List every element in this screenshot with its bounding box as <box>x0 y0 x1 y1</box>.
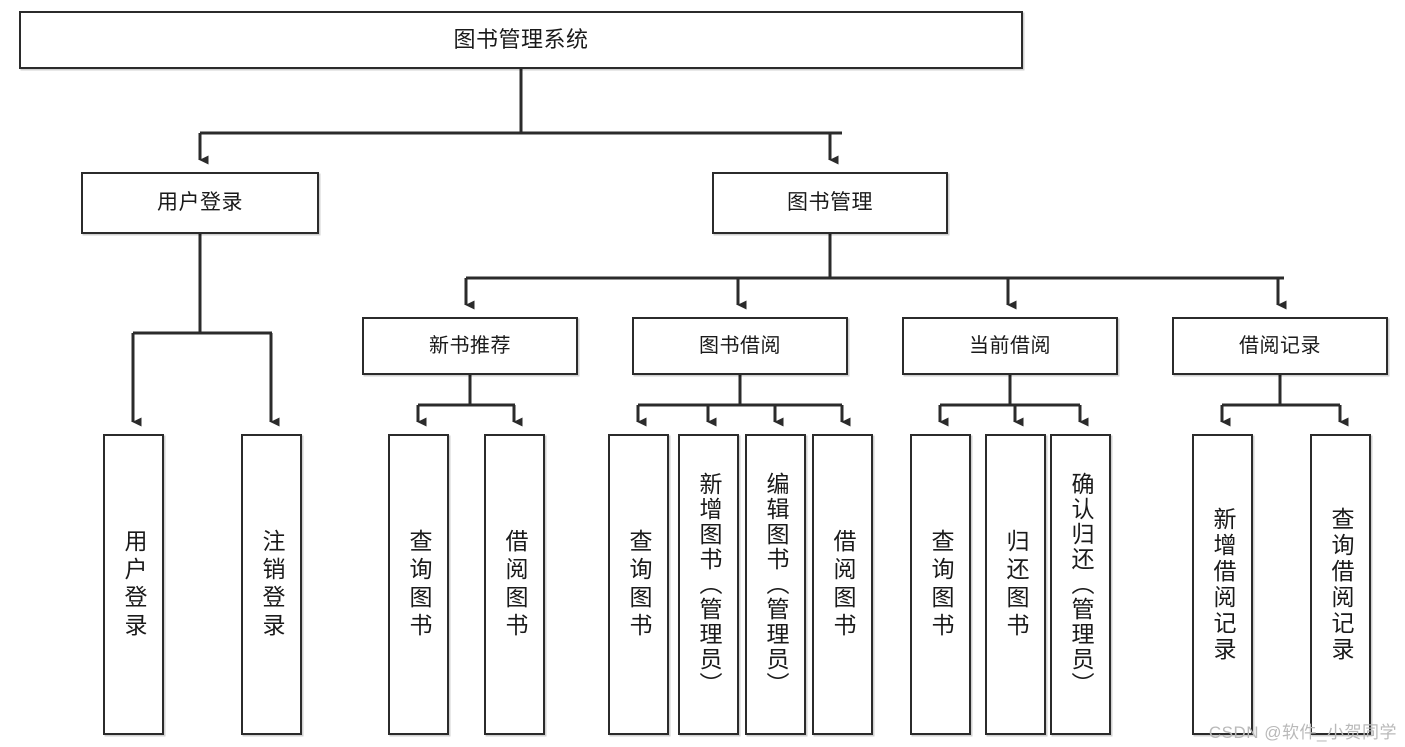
node-label: 编辑图书（管理员） <box>763 472 789 697</box>
node-book-borrow[interactable]: 图书借阅 <box>632 317 848 375</box>
node-leaf-query-book-1[interactable]: 查询图书 <box>388 434 449 735</box>
node-label: 借阅图书 <box>502 528 528 641</box>
node-borrow-record[interactable]: 借阅记录 <box>1172 317 1388 375</box>
node-book-manage[interactable]: 图书管理 <box>712 172 948 234</box>
node-label: 借阅图书 <box>830 528 856 641</box>
node-leaf-add-borrow-record[interactable]: 新增借阅记录 <box>1192 434 1253 735</box>
node-label: 查询图书 <box>406 528 432 641</box>
node-label: 图书管理 <box>787 190 873 214</box>
node-label: 当前借阅 <box>969 334 1051 357</box>
node-label: 查询图书 <box>928 528 954 641</box>
node-leaf-query-borrow-record[interactable]: 查询借阅记录 <box>1310 434 1371 735</box>
node-leaf-edit-book-admin[interactable]: 编辑图书（管理员） <box>745 434 806 735</box>
node-leaf-user-login[interactable]: 用户登录 <box>103 434 164 735</box>
node-label: 归还图书 <box>1003 528 1029 641</box>
node-leaf-borrow-book-2[interactable]: 借阅图书 <box>812 434 873 735</box>
node-label: 注销登录 <box>259 528 285 641</box>
node-current-borrow[interactable]: 当前借阅 <box>902 317 1118 375</box>
node-label: 查询借阅记录 <box>1328 506 1354 663</box>
node-label: 新增借阅记录 <box>1210 506 1236 663</box>
node-leaf-query-book-3[interactable]: 查询图书 <box>910 434 971 735</box>
node-label: 新增图书（管理员） <box>696 472 722 697</box>
node-leaf-confirm-return-admin[interactable]: 确认归还（管理员） <box>1050 434 1111 735</box>
node-leaf-add-book-admin[interactable]: 新增图书（管理员） <box>678 434 739 735</box>
node-user-login[interactable]: 用户登录 <box>81 172 319 234</box>
node-label: 借阅记录 <box>1239 334 1321 357</box>
node-label: 图书管理系统 <box>453 27 589 53</box>
node-label: 用户登录 <box>157 190 243 214</box>
node-label: 用户登录 <box>121 528 147 641</box>
node-leaf-logout[interactable]: 注销登录 <box>241 434 302 735</box>
node-new-book-recommend[interactable]: 新书推荐 <box>362 317 578 375</box>
node-leaf-borrow-book-1[interactable]: 借阅图书 <box>484 434 545 735</box>
node-label: 查询图书 <box>626 528 652 641</box>
node-label: 图书借阅 <box>699 334 781 357</box>
node-root-book-management-system[interactable]: 图书管理系统 <box>19 11 1023 69</box>
node-label: 新书推荐 <box>429 334 511 357</box>
node-leaf-query-book-2[interactable]: 查询图书 <box>608 434 669 735</box>
node-label: 确认归还（管理员） <box>1068 472 1094 697</box>
node-leaf-return-book[interactable]: 归还图书 <box>985 434 1046 735</box>
watermark-text: CSDN @软件_小贺同学 <box>1208 723 1397 742</box>
